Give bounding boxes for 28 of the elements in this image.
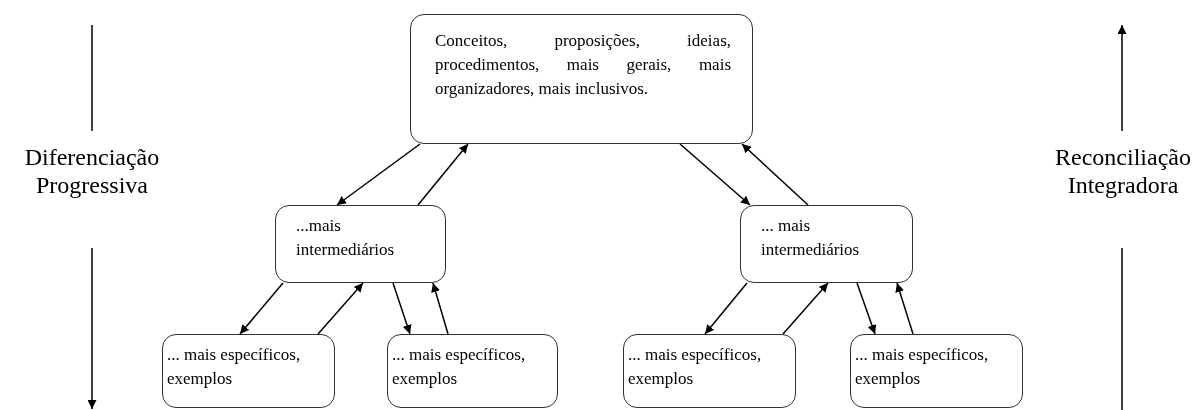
arrow	[856, 282, 877, 335]
concept-box	[850, 334, 1023, 408]
concept-text: ...mais intermediários	[296, 215, 396, 261]
arrow	[679, 143, 751, 206]
concept-box	[387, 334, 558, 408]
arrow	[782, 282, 829, 335]
concept-box	[275, 205, 446, 283]
arrow	[317, 282, 364, 335]
concept-text: ... mais intermediários	[761, 215, 861, 261]
arrow	[417, 143, 469, 206]
concept-box	[623, 334, 796, 408]
concept-text: ... mais específicos, exemplos	[392, 344, 527, 390]
concept-text: Conceitos, proposições, ideias, procedimentos, mais gerais, mais organizadores, mais inclusivos.	[435, 30, 731, 100]
arrow	[741, 143, 809, 206]
arrow	[392, 282, 412, 335]
axis-label: Diferenciação Progressiva	[23, 143, 161, 199]
arrow	[431, 282, 449, 335]
concept-text: ... mais específicos, exemplos	[628, 344, 763, 390]
arrow	[704, 282, 748, 335]
concept-text: ... mais específicos, exemplos	[167, 344, 302, 390]
arrow	[239, 282, 284, 335]
concept-box	[410, 14, 753, 144]
arrow	[336, 143, 421, 206]
concept-box	[740, 205, 913, 283]
concept-text: ... mais específicos, exemplos	[855, 344, 990, 390]
axis-label: Reconciliação Integradora	[1054, 143, 1192, 199]
concept-box	[162, 334, 335, 408]
arrow	[895, 282, 914, 335]
